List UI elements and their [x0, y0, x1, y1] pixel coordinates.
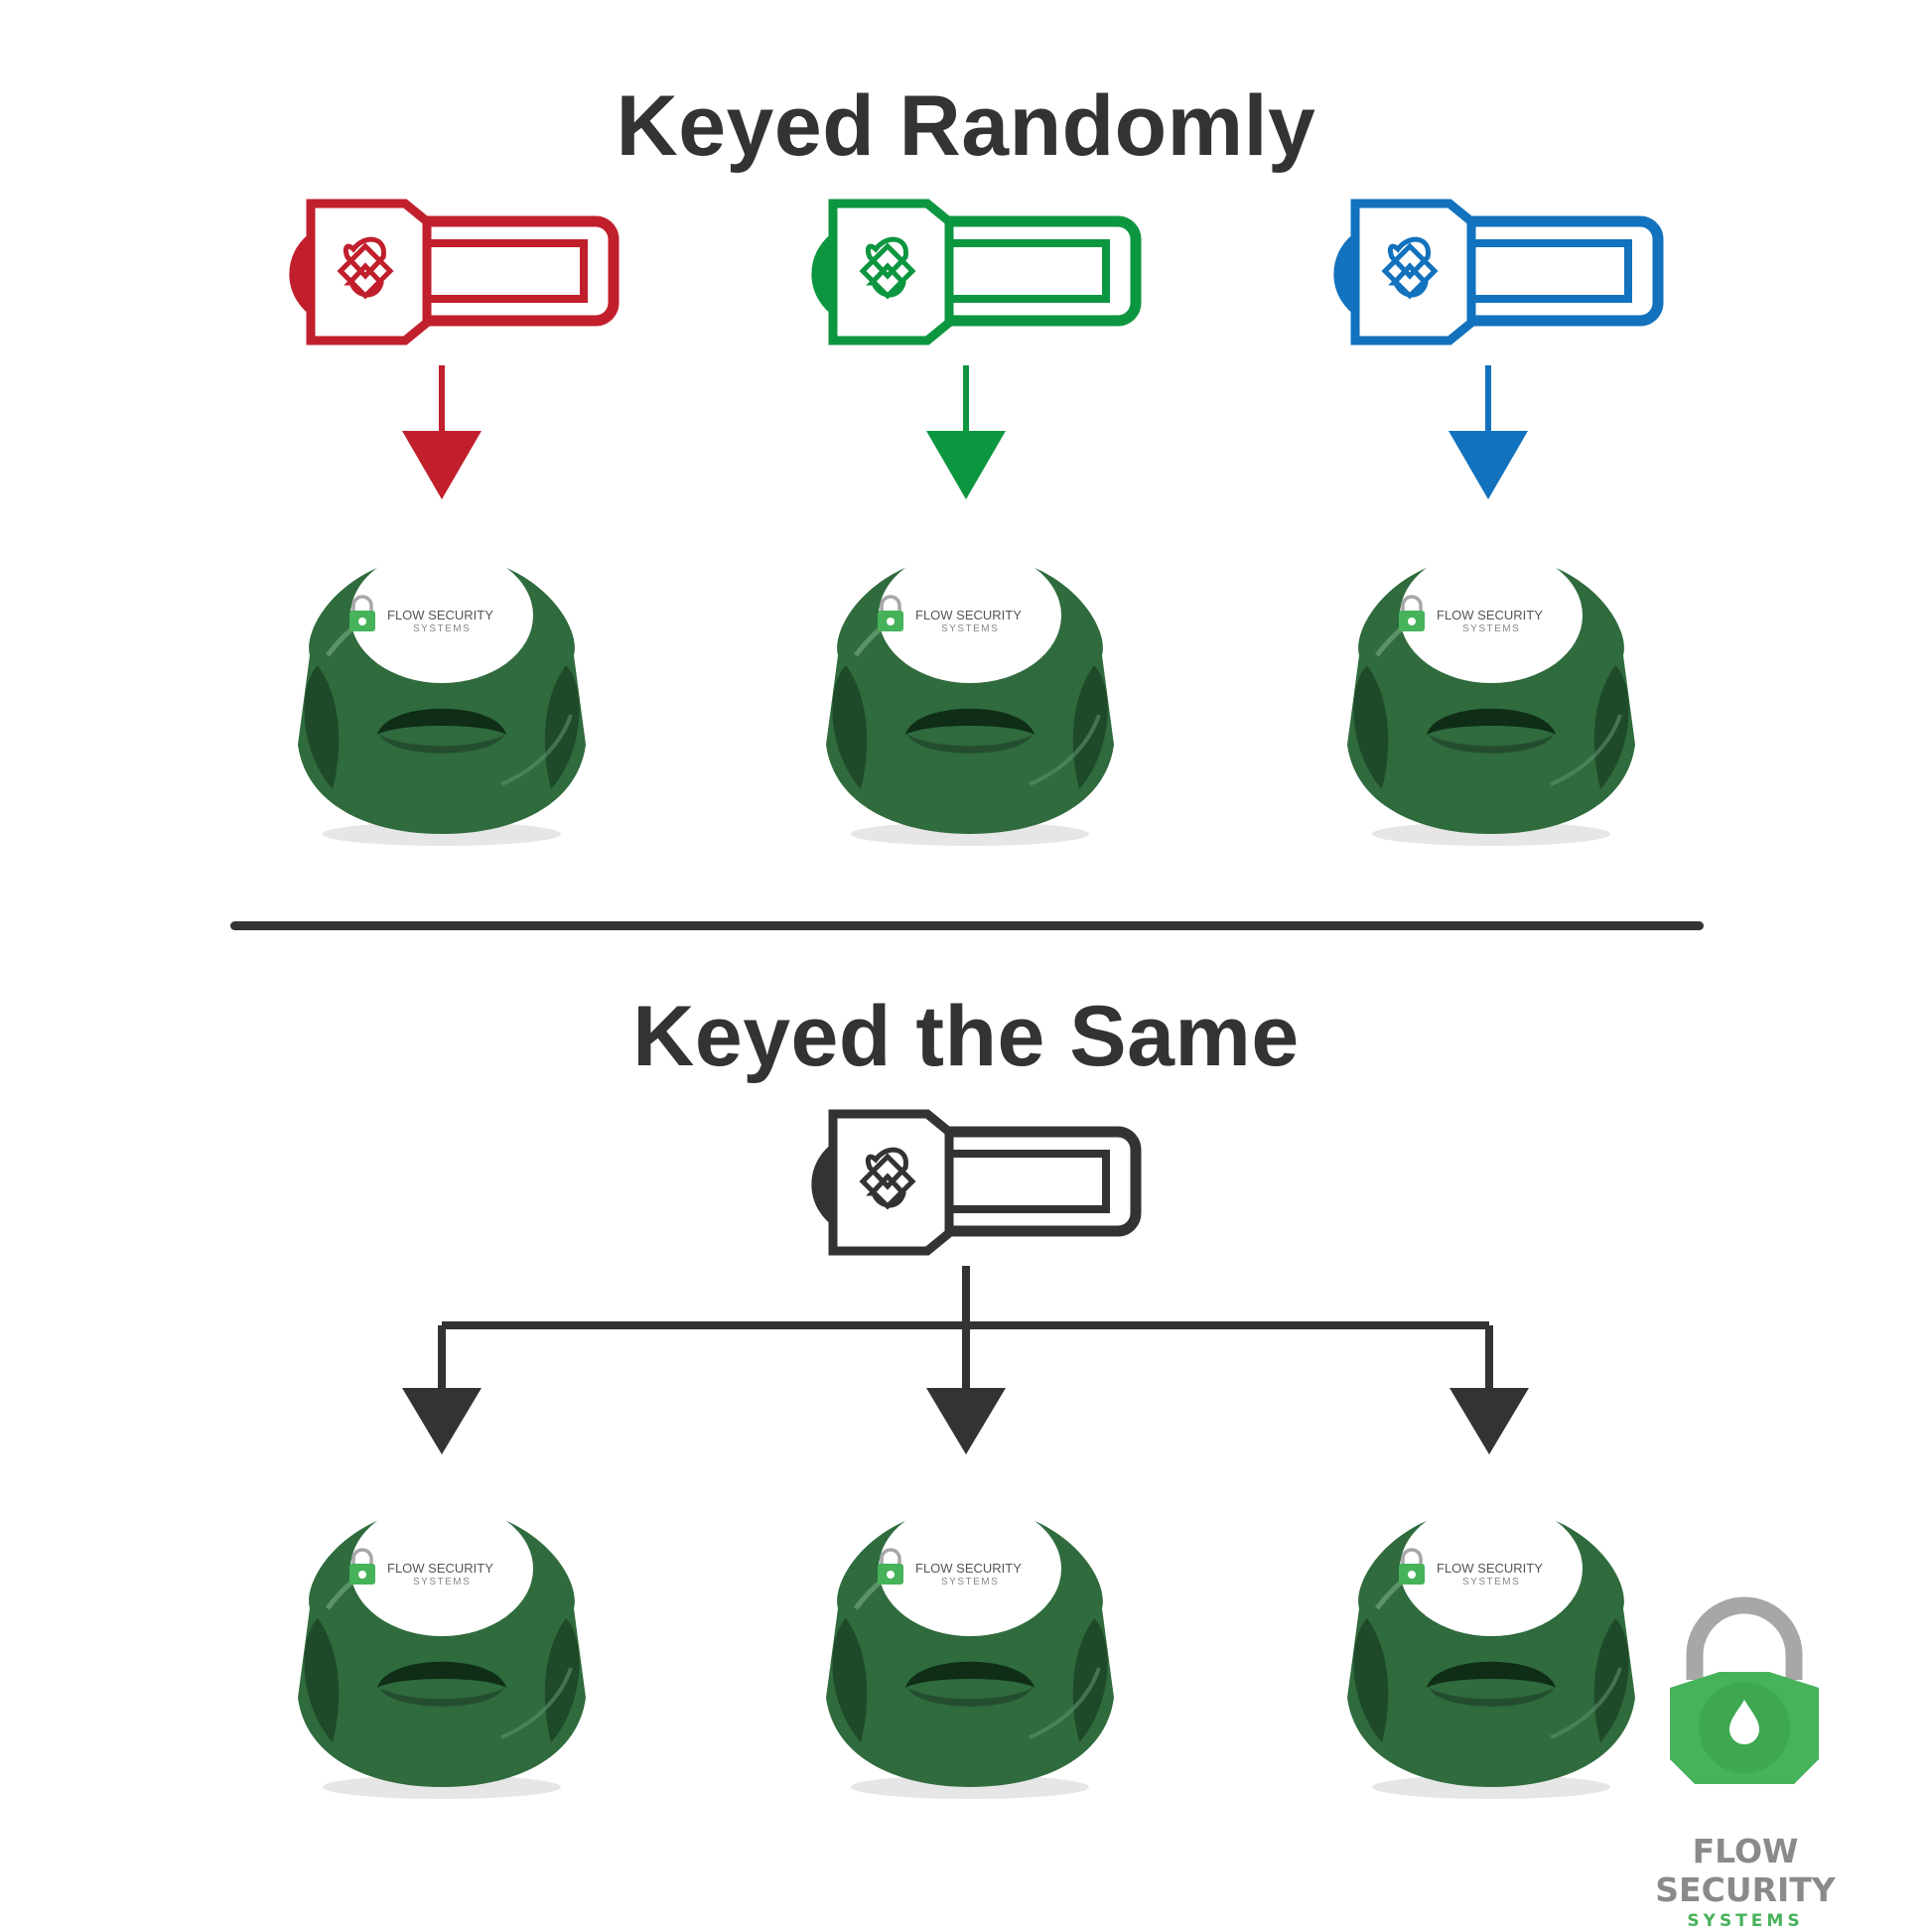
knob-hole [905, 1661, 1035, 1688]
knob-label-line2: SYSTEMS [941, 623, 999, 634]
padlock-water-drop-icon [1670, 1596, 1819, 1784]
logo-wordmark: FLOW SECURITY SYSTEMS [1606, 1832, 1884, 1931]
section-divider [230, 921, 1704, 930]
knob-facet [304, 1618, 340, 1742]
down-arrow-icon [1449, 1388, 1529, 1454]
knob-label-line2: SYSTEMS [413, 623, 471, 634]
down-arrow-icon [402, 1388, 482, 1454]
knob-hole [1427, 1661, 1556, 1688]
knob-hole [905, 708, 1035, 735]
master-key-icon [811, 1109, 1142, 1256]
title-keyed-randomly: Keyed Randomly [616, 78, 1316, 174]
red-key-icon [289, 199, 620, 345]
knob-label-line1: FLOW SECURITY [1437, 608, 1543, 622]
knob-label-line1: FLOW SECURITY [387, 1561, 493, 1576]
logo-line1: FLOW SECURITY [1655, 1832, 1836, 1909]
key-emblem [337, 236, 394, 300]
logo-line2: SYSTEMS [1687, 1911, 1804, 1931]
arrow-head [1449, 431, 1528, 499]
blue-down-arrow-icon [1449, 365, 1528, 499]
knob-label-disk [1400, 1501, 1583, 1636]
knob-label-line2: SYSTEMS [1462, 623, 1520, 634]
knob-label-disk [1400, 548, 1583, 683]
knob-facet [304, 665, 340, 789]
knob-facet [544, 665, 580, 789]
knob-label-disk [350, 548, 533, 683]
knob-label-line2: SYSTEMS [413, 1577, 471, 1587]
knob-label-disk [879, 548, 1061, 683]
red-down-arrow-icon [402, 365, 482, 499]
knob-facet [832, 665, 868, 789]
knob-label-line1: FLOW SECURITY [915, 608, 1022, 622]
knob-facet [1072, 665, 1108, 789]
knob-facet [1353, 665, 1389, 789]
blue-key-icon [1333, 199, 1664, 345]
knob-facet [1353, 1618, 1389, 1742]
knob-facet [1593, 1618, 1629, 1742]
key-emblem [859, 236, 916, 300]
knob-facet [832, 1618, 868, 1742]
knob-label-line1: FLOW SECURITY [387, 608, 493, 622]
key-emblem [1381, 236, 1439, 300]
knob-facet [544, 1618, 580, 1742]
knob-hole [1427, 708, 1556, 735]
knob-hole [377, 708, 506, 735]
knob-label-line1: FLOW SECURITY [1437, 1561, 1543, 1576]
title-keyed-the-same: Keyed the Same [632, 989, 1300, 1084]
knob-label-line1: FLOW SECURITY [915, 1561, 1022, 1576]
knob-label-line2: SYSTEMS [941, 1577, 999, 1587]
arrow-head [926, 431, 1006, 499]
green-down-arrow-icon [926, 365, 1006, 499]
knob-label-disk [350, 1501, 533, 1636]
arrow-head [402, 431, 482, 499]
knob-facet [1593, 665, 1629, 789]
knob-label-line2: SYSTEMS [1462, 1577, 1520, 1587]
green-key-icon [811, 199, 1142, 345]
down-arrow-icon [926, 1388, 1006, 1454]
knob-hole [377, 1661, 506, 1688]
knob-label-disk [879, 1501, 1061, 1636]
knob-facet [1072, 1618, 1108, 1742]
key-emblem [859, 1147, 916, 1210]
